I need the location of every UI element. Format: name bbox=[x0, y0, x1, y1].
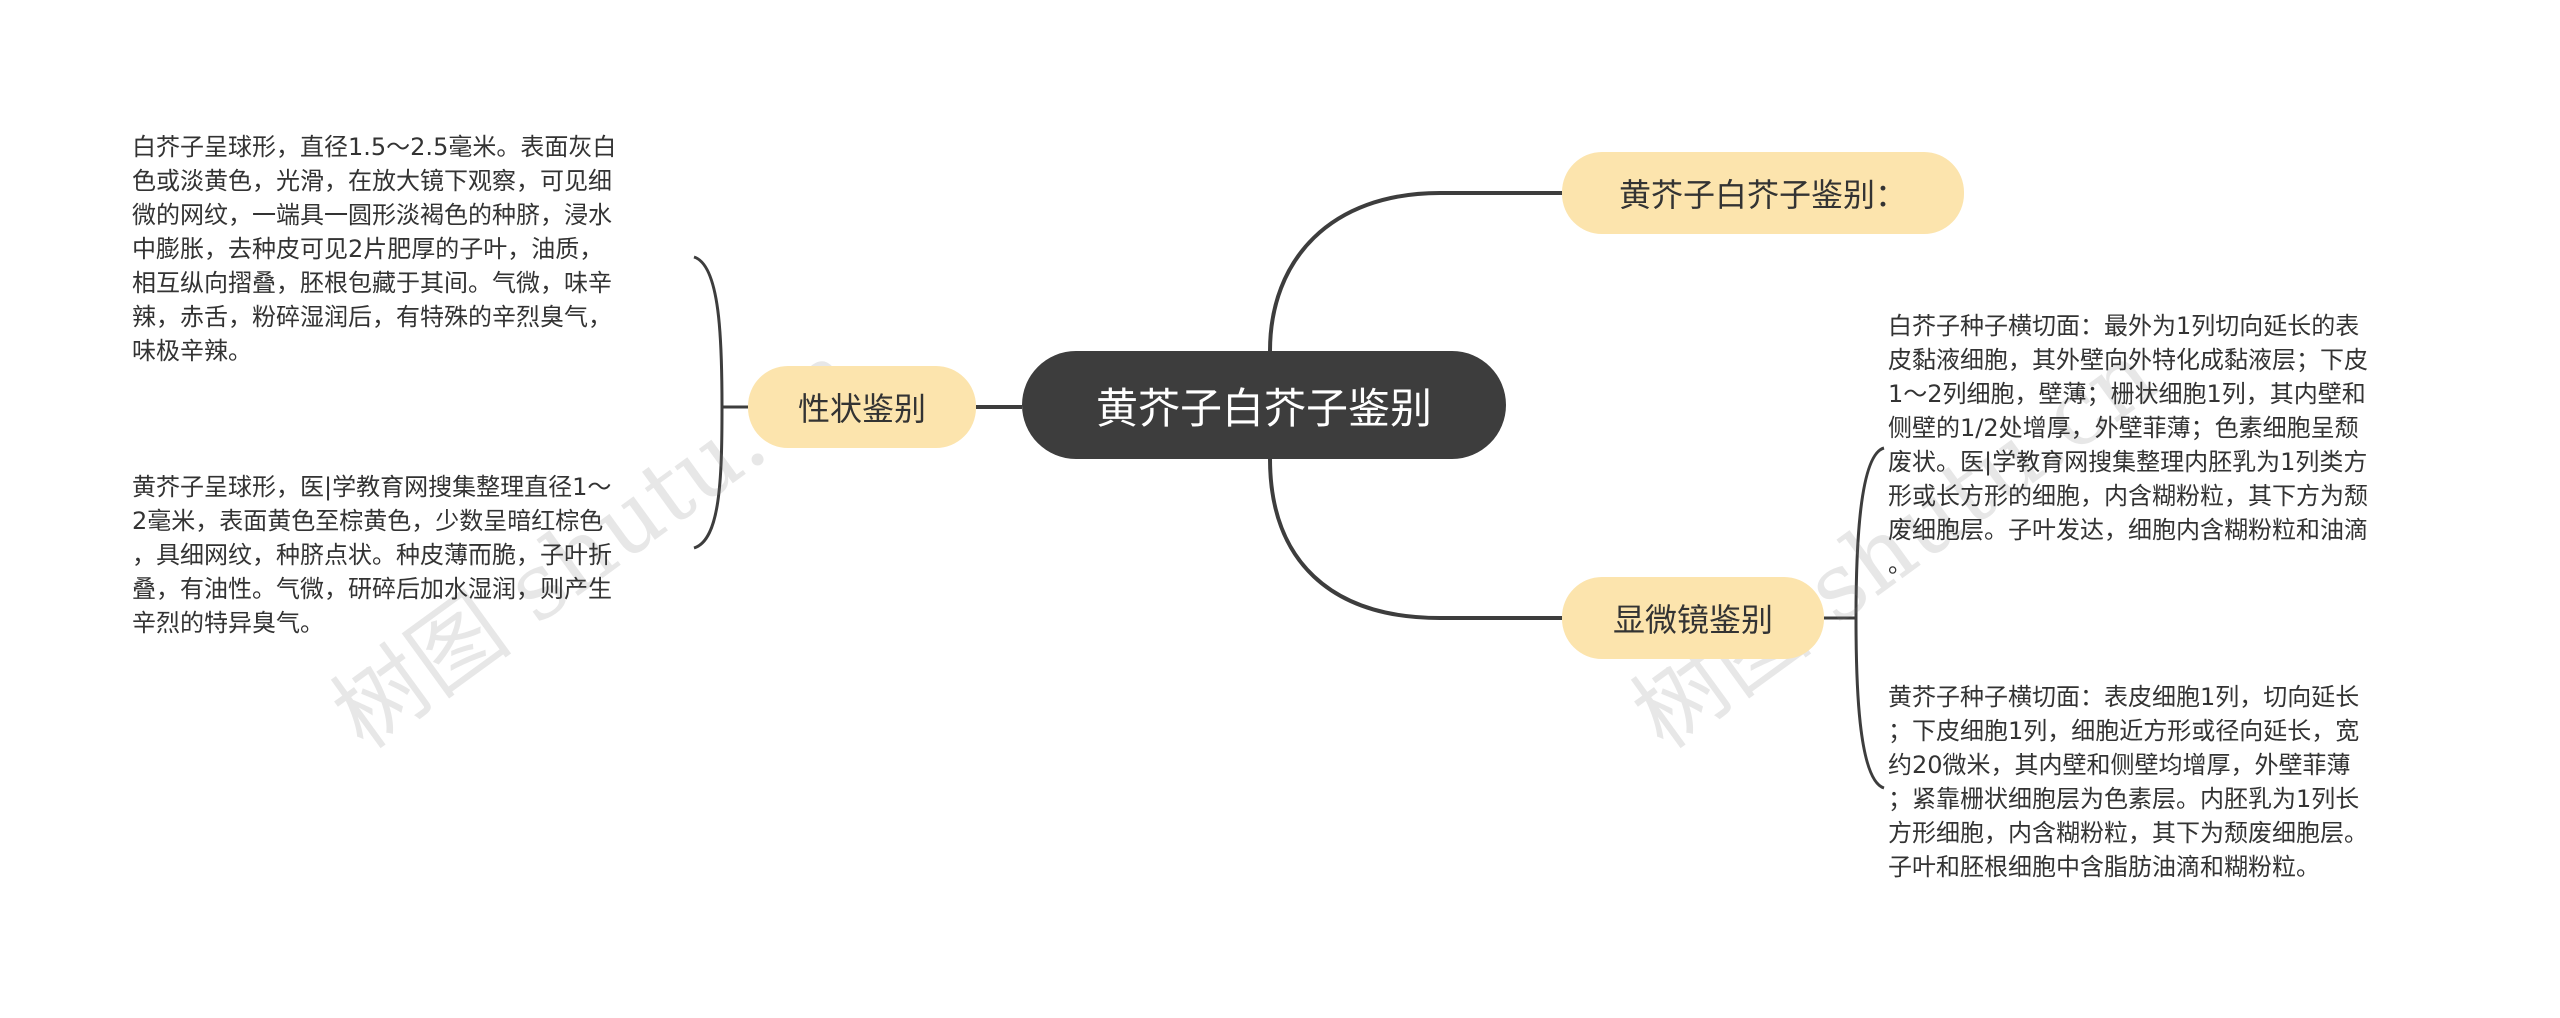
topic-label: 性状鉴别 bbox=[797, 390, 926, 428]
connector-right-bottom-to-leaves bbox=[1824, 446, 1885, 790]
root-node[interactable]: 黄芥子白芥子鉴别 bbox=[1022, 351, 1506, 459]
leaf-white-mustard-microscopic[interactable]: 白芥子种子横切面：最外为1列切向延长的表 皮黏液细胞，其外壁向外特化成黏液层；下… bbox=[1888, 312, 2368, 578]
topic-node-microscopic[interactable]: 显微镜鉴别 bbox=[1562, 577, 1824, 659]
connector-root-to-right-top bbox=[1268, 191, 1562, 352]
topic-label: 显微镜鉴别 bbox=[1612, 601, 1773, 639]
topic-node-characteristics[interactable]: 性状鉴别 bbox=[748, 366, 976, 448]
leaf-white-mustard-characteristics[interactable]: 白芥子呈球形，直径1.5～2.5毫米。表面灰白 色或淡黄色，光滑，在放大镜下观察… bbox=[132, 133, 617, 365]
topic-node-identification[interactable]: 黄芥子白芥子鉴别： bbox=[1562, 152, 1964, 234]
connector-root-to-right-bottom bbox=[1268, 458, 1562, 620]
connector-left-to-leaves bbox=[693, 255, 748, 550]
root-label: 黄芥子白芥子鉴别 bbox=[1095, 383, 1432, 433]
leaf-yellow-mustard-microscopic[interactable]: 黄芥子种子横切面：表皮细胞1列，切向延长 ；下皮细胞1列，细胞近方形或径向延长，… bbox=[1888, 683, 2368, 881]
leaf-yellow-mustard-characteristics[interactable]: 黄芥子呈球形，医|学教育网搜集整理直径1～ 2毫米，表面黄色至棕黄色，少数呈暗红… bbox=[132, 473, 612, 637]
topic-label: 黄芥子白芥子鉴别： bbox=[1618, 176, 1907, 214]
